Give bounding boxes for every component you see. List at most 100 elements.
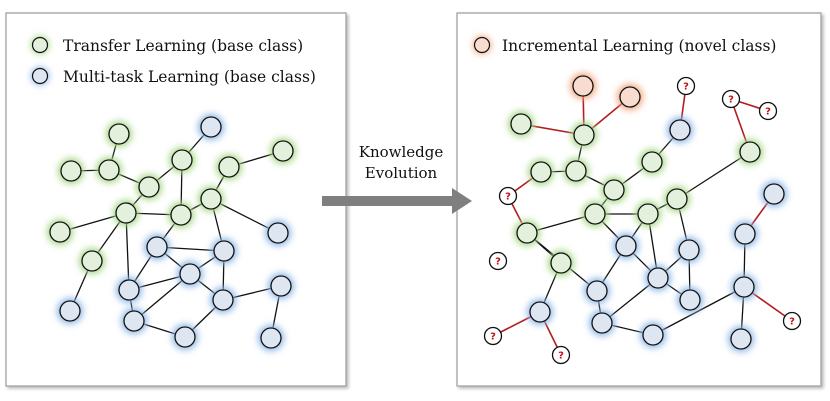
green-node	[106, 121, 132, 147]
node-circle	[200, 116, 222, 138]
node-circle	[733, 276, 755, 298]
green-node	[79, 248, 105, 274]
graph-edge	[676, 151, 751, 200]
blue-node	[731, 274, 757, 300]
node-circle	[647, 267, 669, 289]
graph-edge	[652, 286, 745, 336]
green-node	[571, 122, 597, 148]
node-circle	[572, 75, 594, 97]
node-circle	[174, 326, 196, 348]
legend-orange-icon	[473, 36, 491, 54]
legend-multitask-learning-label: Multi-task Learning (base class)	[63, 68, 316, 86]
question-node: ?	[483, 326, 503, 346]
blue-node	[584, 278, 610, 304]
node-circle	[260, 327, 282, 349]
blue-node	[589, 310, 615, 336]
node-circle	[81, 250, 103, 272]
node-circle	[49, 221, 71, 243]
node-circle	[642, 324, 664, 346]
blue-node	[258, 325, 284, 351]
node-circle	[615, 235, 637, 257]
blue-node	[761, 181, 787, 207]
node-circle	[734, 223, 756, 245]
node-circle	[669, 119, 691, 141]
node-circle	[782, 311, 802, 331]
node-circle	[619, 86, 641, 108]
green-node	[548, 250, 574, 276]
legend-transfer-learning-label: Transfer Learning (base class)	[63, 37, 303, 55]
green-node	[582, 201, 608, 227]
node-circle	[666, 188, 688, 210]
blue-node	[116, 277, 142, 303]
green-node	[168, 202, 194, 228]
node-circle	[171, 149, 193, 171]
blue-node	[172, 324, 198, 350]
node-circle	[529, 301, 551, 323]
node-circle	[530, 161, 552, 183]
green-node	[113, 200, 139, 226]
green-node	[639, 149, 665, 175]
node-circle	[758, 101, 778, 121]
node-circle	[641, 151, 663, 173]
node-circle	[483, 326, 503, 346]
node-circle	[730, 328, 752, 350]
blue-node	[265, 220, 291, 246]
arrow-label-line-1: Knowledge	[359, 143, 444, 161]
node-circle	[213, 240, 235, 262]
node-circle	[98, 159, 120, 181]
node-circle	[488, 251, 508, 271]
blue-node	[527, 299, 553, 325]
green-node	[601, 177, 627, 203]
node-circle	[721, 89, 741, 109]
question-node: ?	[721, 89, 741, 109]
node-circle	[586, 280, 608, 302]
blue-node	[732, 221, 758, 247]
question-node: ?	[758, 101, 778, 121]
node-circle	[573, 124, 595, 146]
legend-right: Incremental Learning (novel class)	[473, 36, 776, 55]
green-node	[58, 158, 84, 184]
green-node	[198, 186, 224, 212]
node-circle	[212, 289, 234, 311]
node-circle	[679, 289, 701, 311]
blue-node	[210, 287, 236, 313]
blue-node	[144, 234, 170, 260]
green-node	[635, 201, 661, 227]
node-circle	[179, 263, 201, 285]
node-circle	[739, 141, 761, 163]
blue-node	[667, 117, 693, 143]
left-panel	[5, 12, 347, 387]
legend-green-icon	[31, 36, 49, 54]
knowledge-evolution-arrow: Knowledge Evolution	[322, 143, 472, 214]
question-mark-label: ?	[495, 257, 501, 268]
node-circle	[146, 236, 168, 258]
node-circle	[267, 222, 289, 244]
legend-blue-icon	[31, 67, 49, 85]
question-node: ?	[676, 76, 696, 96]
node-circle	[676, 76, 696, 96]
blue-node	[211, 238, 237, 264]
blue-node	[728, 326, 754, 352]
node-circle	[60, 160, 82, 182]
arrow-shape	[322, 188, 472, 214]
legend-left: Transfer Learning (base class) Multi-tas…	[31, 36, 316, 86]
node-circle	[200, 188, 222, 210]
blue-node	[640, 322, 666, 348]
node-circle	[763, 183, 785, 205]
question-mark-label: ?	[558, 351, 564, 362]
node-circle	[516, 222, 538, 244]
question-mark-label: ?	[490, 332, 496, 343]
blue-node	[121, 308, 147, 334]
arrow-label-line-2: Evolution	[365, 164, 438, 182]
blue-node	[198, 114, 224, 140]
green-node	[47, 219, 73, 245]
orange-node	[617, 84, 643, 110]
blue-node	[677, 287, 703, 313]
green-node	[664, 186, 690, 212]
node-circle	[170, 204, 192, 226]
blue-node	[268, 273, 294, 299]
question-mark-label: ?	[683, 82, 689, 93]
node-circle	[123, 310, 145, 332]
node-circle	[678, 239, 700, 261]
